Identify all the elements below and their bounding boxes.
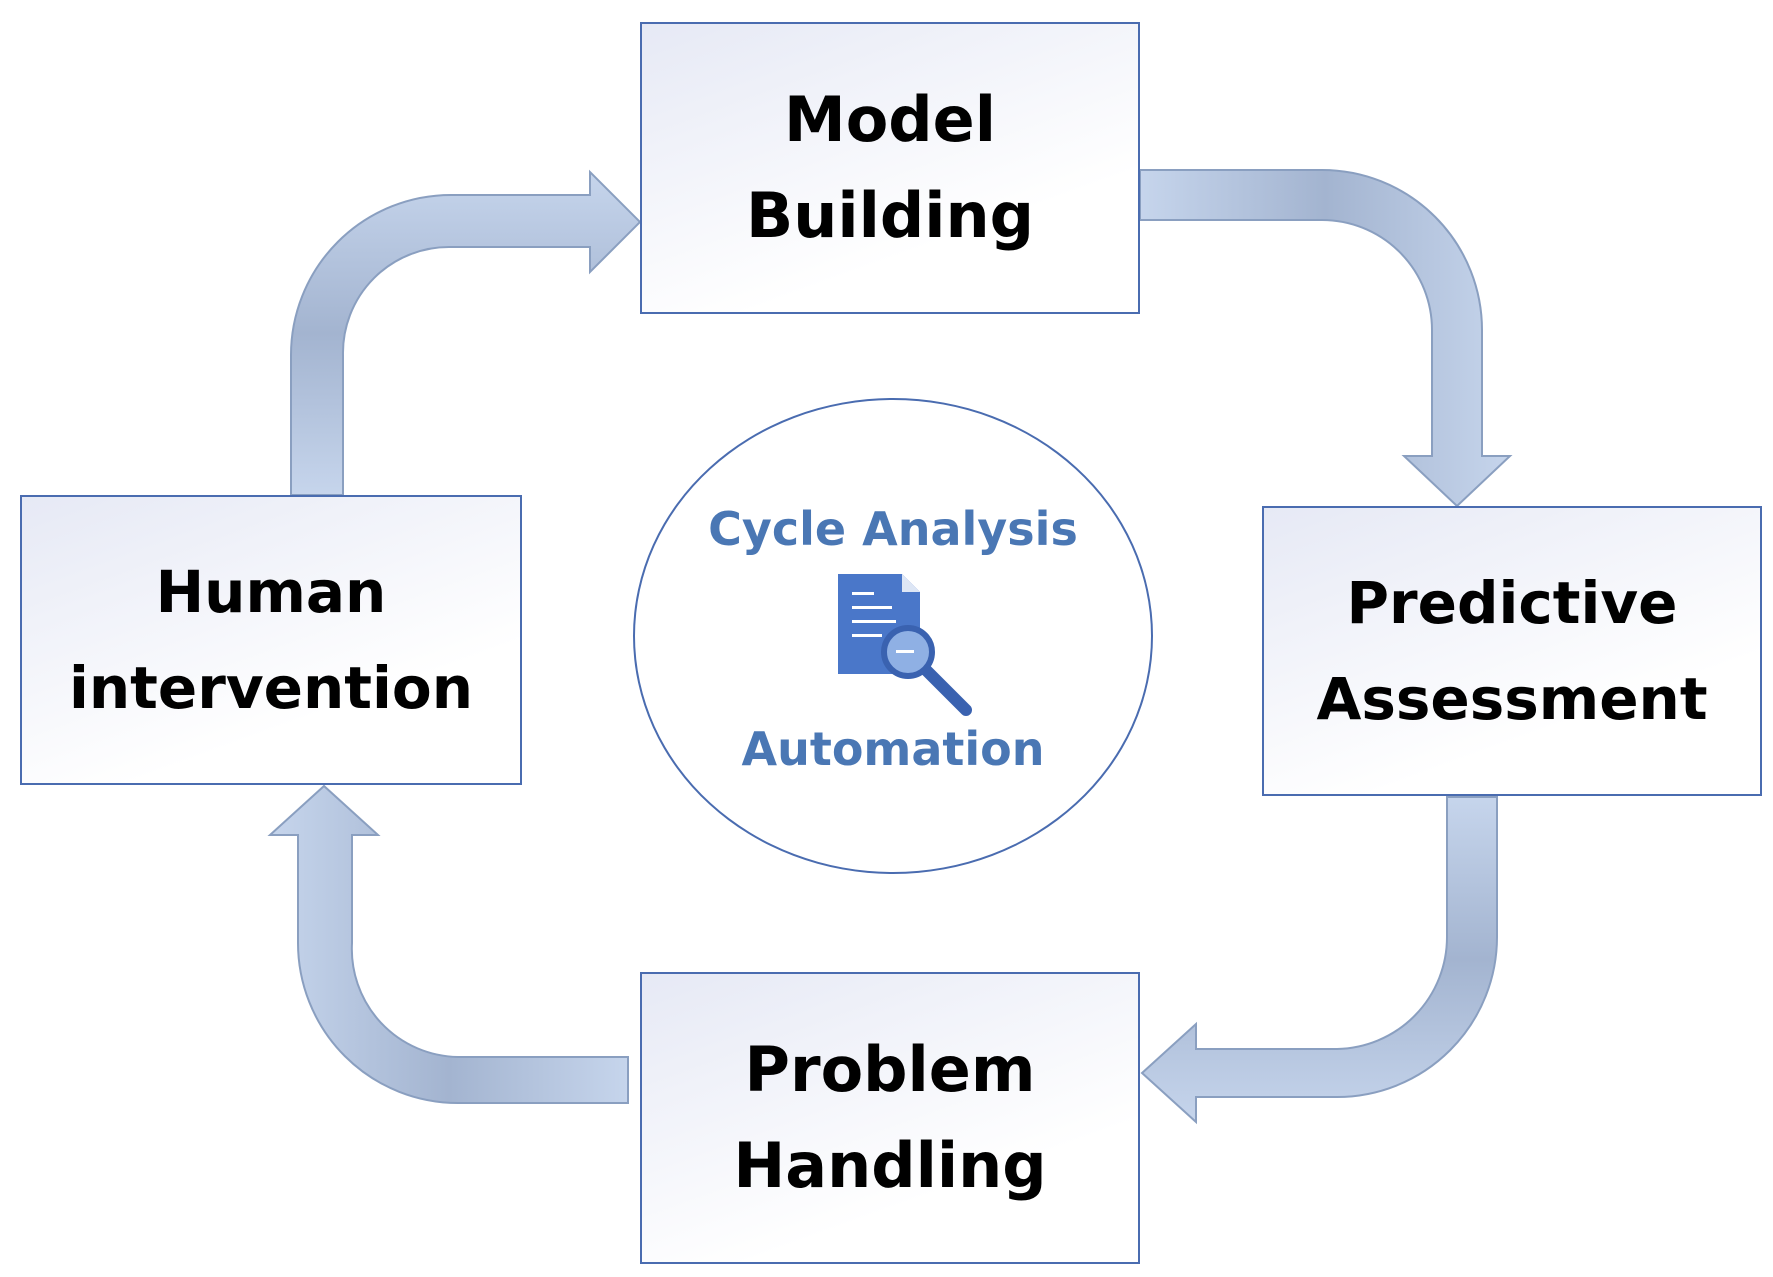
step-title-line-1: Model: [784, 83, 996, 156]
step-title-line-2: intervention: [68, 654, 474, 722]
arrow-problem-to-human: [267, 784, 629, 1104]
center-top-label: Cycle Analysis: [708, 502, 1078, 556]
step-title-line-2: Building: [745, 179, 1035, 252]
step-title-line-2: Handling: [733, 1129, 1047, 1202]
step-predictive-assessment: Predictive Assessment: [1262, 506, 1762, 796]
arrow-predictive-to-problem: [1140, 796, 1498, 1125]
step-title-line-1: Human: [155, 558, 387, 626]
document-search-icon: [838, 574, 972, 716]
step-title-line-1: Predictive: [1346, 569, 1678, 637]
step-problem-handling: Problem Handling: [640, 972, 1140, 1264]
arrow-human-to-model: [290, 169, 642, 496]
step-title-line-2: Assessment: [1316, 665, 1708, 733]
step-title-line-1: Problem: [744, 1033, 1036, 1106]
step-human-intervention: Human intervention: [20, 495, 522, 785]
center-hub: Cycle Analysis Automation: [633, 398, 1153, 874]
arrow-model-to-predictive: [1139, 169, 1513, 508]
center-bottom-label: Automation: [741, 722, 1045, 776]
step-model-building: Model Building: [640, 22, 1140, 314]
